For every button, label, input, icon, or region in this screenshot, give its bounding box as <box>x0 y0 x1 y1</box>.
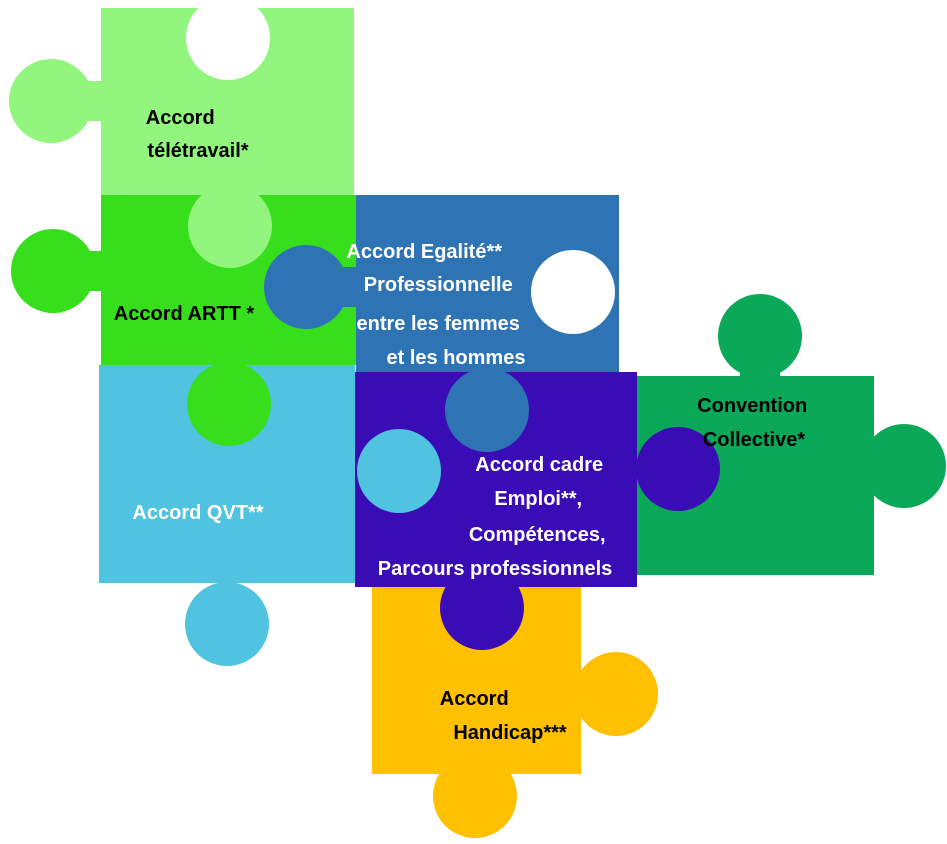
label-convention: Convention Collective* <box>697 395 813 451</box>
egalite-notch <box>531 250 615 334</box>
label-qvt: Accord QVT** <box>132 502 263 524</box>
qvt-notch <box>187 362 271 446</box>
label-teletravail: Accord télétravail* <box>146 107 249 162</box>
label-egalite: Accord Egalité** Professionnelle entre l… <box>346 241 525 369</box>
cadre-notch-left <box>357 429 441 513</box>
label-cadre: Accord cadre Emploi**, Compétences, Parc… <box>378 454 613 580</box>
artt-notch <box>188 184 272 268</box>
label-handicap: Accord Handicap*** <box>440 688 567 744</box>
cadre-notch-top <box>445 368 529 452</box>
label-artt: Accord ARTT * <box>114 303 255 325</box>
handicap-notch <box>440 566 524 650</box>
convention-notch <box>636 427 720 511</box>
teletravail-notch <box>186 0 270 80</box>
